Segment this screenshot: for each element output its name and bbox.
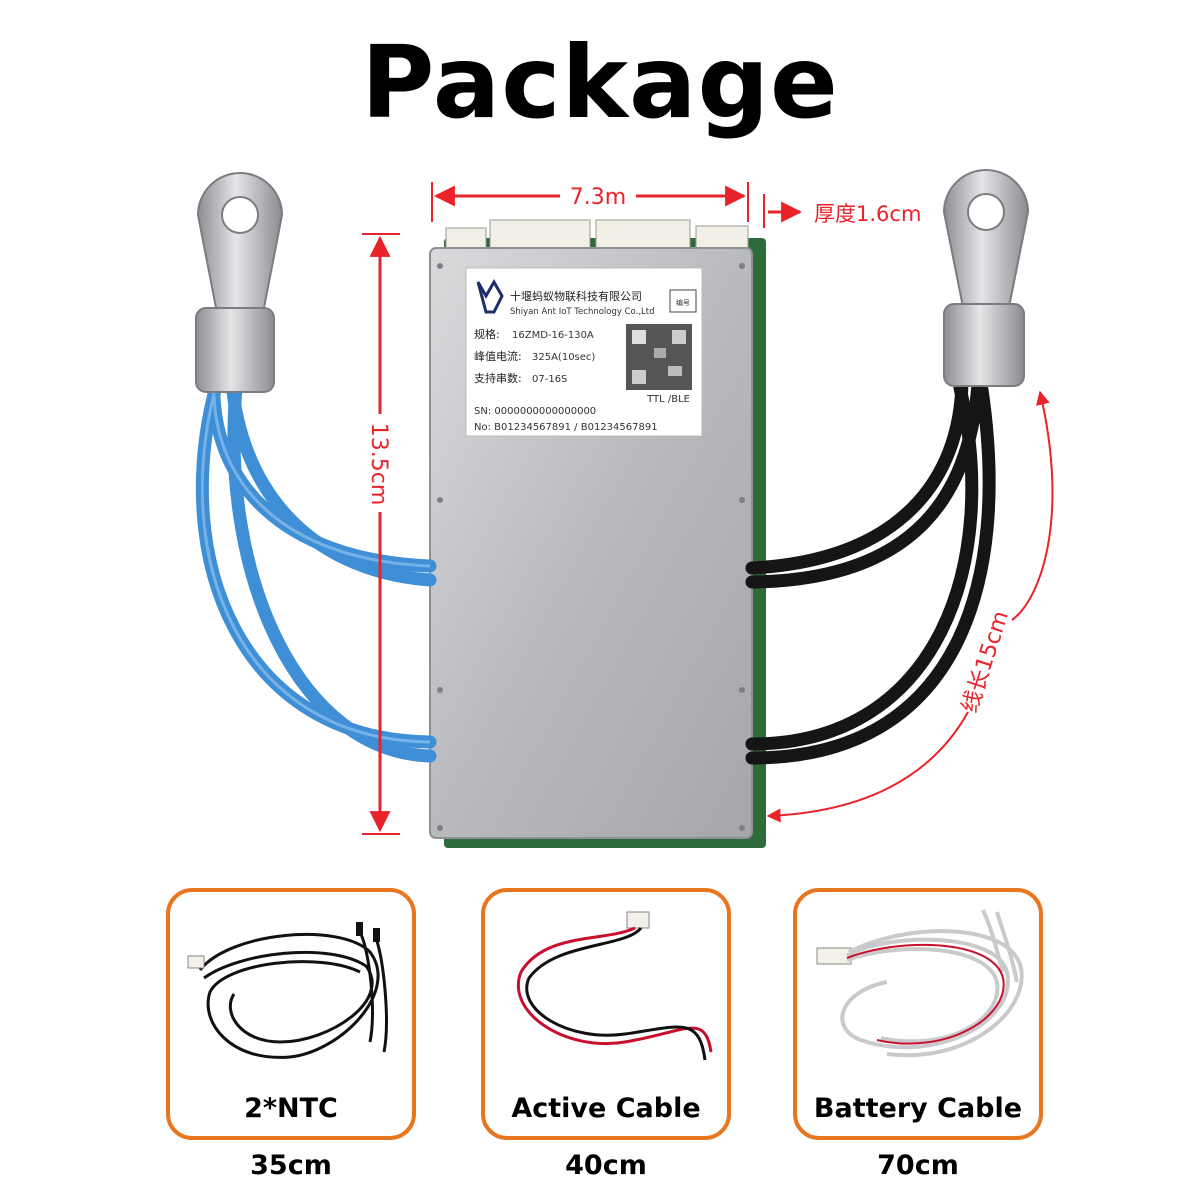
accessory-length: 35cm xyxy=(250,1150,332,1181)
accessory-length: 40cm xyxy=(565,1150,647,1181)
label-comm: TTL /BLE xyxy=(646,394,690,405)
label-company-en: Shiyan Ant IoT Technology Co.,Ltd xyxy=(510,307,654,317)
thickness-dimension: 厚度1.6cm xyxy=(763,194,921,228)
accessory-length: 70cm xyxy=(877,1150,959,1181)
accessory-ntc-card: 2*NTC xyxy=(166,888,416,1140)
qr-code xyxy=(626,324,692,390)
label-badge: 编号 xyxy=(676,298,690,307)
label-sn: SN: 0000000000000000 xyxy=(474,406,596,417)
label-company-cn: 十堰蚂蚁物联科技有限公司 xyxy=(510,289,642,303)
label-peak-val: 325A(10sec) xyxy=(532,352,595,363)
accessory-name: 2*NTC xyxy=(244,1093,338,1124)
accessory-name: Active Cable xyxy=(511,1093,701,1124)
label-spec-val: 16ZMD-16-130A xyxy=(512,330,594,341)
accessory-active-cable-card: Active Cable xyxy=(481,888,731,1140)
accessory-name: Battery Cable xyxy=(813,1093,1023,1124)
label-series-key: 支持串数: xyxy=(474,371,522,385)
page-title: Package xyxy=(361,24,839,141)
height-label: 13.5cm xyxy=(366,423,391,506)
thickness-label: 厚度1.6cm xyxy=(814,202,921,226)
active-cable-image xyxy=(517,911,713,1061)
label-peak-key: 峰值电流: xyxy=(474,349,522,363)
ntc-sensor-image xyxy=(187,922,388,1059)
ant-logo-icon xyxy=(476,278,504,314)
battery-cable-image xyxy=(816,909,1024,1058)
left-ring-terminal xyxy=(195,172,284,393)
label-spec-key: 规格: xyxy=(474,327,500,341)
blue-cables xyxy=(195,373,437,763)
black-cables xyxy=(745,375,996,765)
height-dimension: 13.5cm xyxy=(362,233,400,835)
bms-product-photo: 十堰蚂蚁物联科技有限公司 Shiyan Ant IoT Technology C… xyxy=(195,169,1054,848)
right-ring-terminal xyxy=(942,169,1030,387)
accessory-battery-cable-card: Battery Cable xyxy=(793,888,1043,1140)
label-series-val: 07-16S xyxy=(532,374,567,385)
width-label: 7.3m xyxy=(570,185,626,210)
label-no: No: B01234567891 / B01234567891 xyxy=(474,422,658,433)
width-dimension: 7.3m xyxy=(431,182,749,222)
